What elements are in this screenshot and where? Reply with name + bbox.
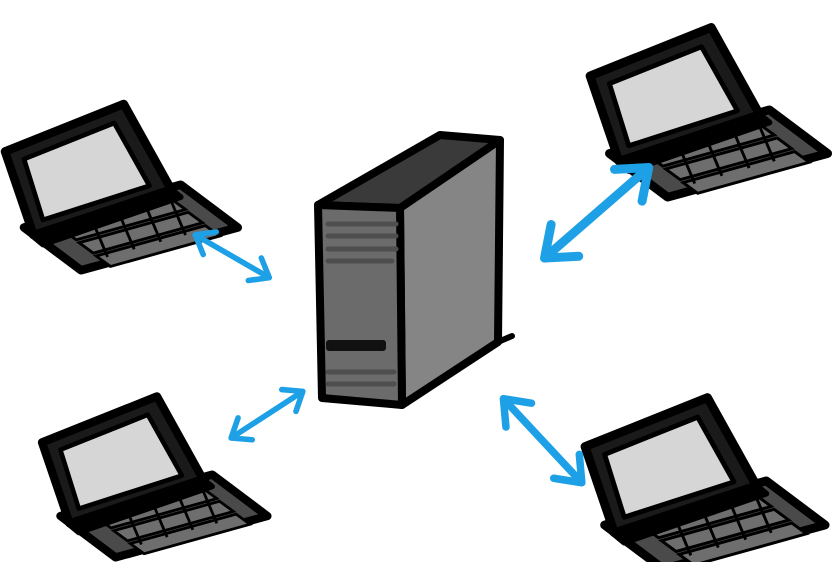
double-arrow-icon <box>491 387 595 495</box>
double-arrow-icon <box>224 380 310 448</box>
laptop-icon <box>42 396 267 557</box>
arrow-bottom-right <box>491 387 595 495</box>
arrow-bottom-left <box>224 380 310 448</box>
laptop-top-left <box>5 104 238 270</box>
laptop-bottom-right <box>585 398 825 562</box>
laptop-bottom-left <box>42 396 267 557</box>
double-arrow-icon <box>531 152 663 274</box>
drive-bay-icon <box>326 340 386 351</box>
arrow-top-right <box>531 152 663 274</box>
server-tower <box>314 131 515 409</box>
server-icon <box>314 131 515 409</box>
laptop-icon <box>585 398 825 562</box>
laptop-icon <box>5 104 238 270</box>
